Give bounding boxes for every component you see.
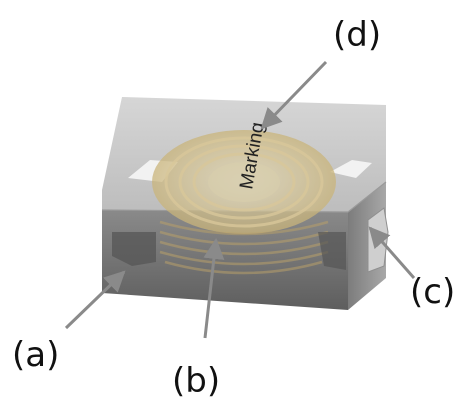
coil-top: [152, 130, 336, 234]
callout-b: (b): [172, 361, 221, 401]
callout-c: (c): [410, 272, 456, 312]
terminal-notch-right: [330, 160, 372, 178]
arrow-c: [368, 226, 416, 279]
arrow-a: [64, 270, 126, 330]
arrow-b: [203, 237, 225, 339]
callout-a: (a): [12, 335, 60, 375]
terminal-left: [112, 232, 156, 266]
coil-front-windings: [159, 220, 329, 275]
body-front-face: [102, 210, 348, 310]
terminal-front-right: [318, 232, 346, 270]
callout-d: (d): [333, 15, 382, 55]
arrow-d: [260, 60, 328, 130]
